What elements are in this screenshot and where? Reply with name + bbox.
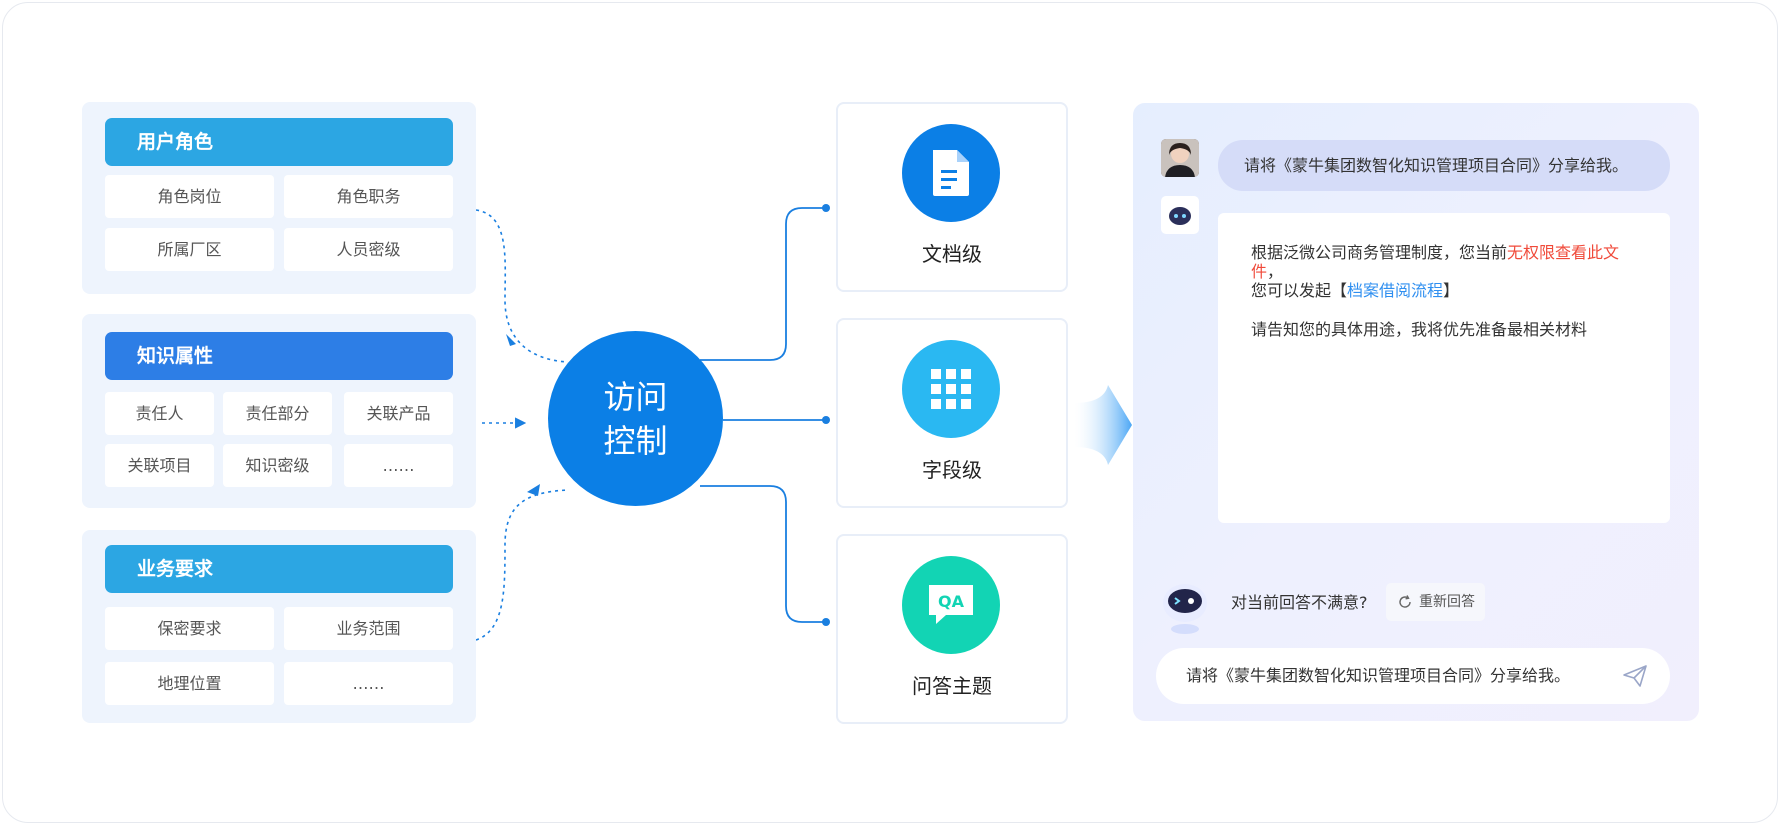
level-label: 字段级 bbox=[922, 458, 982, 482]
archive-borrow-link[interactable]: 档案借阅流程 bbox=[1347, 281, 1444, 300]
send-icon[interactable] bbox=[1622, 664, 1648, 688]
tag-chip: 所属厂区 bbox=[105, 228, 274, 271]
tag-chip: 关联产品 bbox=[344, 392, 453, 435]
tag-chip: 角色岗位 bbox=[105, 175, 274, 218]
no-permission-text: 无权限查看此文件 bbox=[1251, 243, 1620, 281]
level-card-qa-topic: QA 问答主题 bbox=[836, 534, 1068, 724]
dotted-connector-business bbox=[475, 489, 569, 641]
panel-business-requirements: 业务要求 保密要求 业务范围 地理位置 …… bbox=[82, 530, 476, 723]
regenerate-label: 重新回答 bbox=[1419, 594, 1475, 610]
regenerate-button[interactable]: 重新回答 bbox=[1386, 583, 1485, 621]
level-label: 文档级 bbox=[922, 242, 982, 266]
chat-input[interactable]: 请将《蒙牛集团数智化知识管理项目合同》分享给我。 bbox=[1156, 648, 1670, 704]
chat-panel: 请将《蒙牛集团数智化知识管理项目合同》分享给我。 根据泛微公司商务管理制度，您当… bbox=[1133, 103, 1699, 721]
user-avatar bbox=[1161, 139, 1199, 177]
refresh-icon bbox=[1399, 595, 1411, 608]
bot-avatar bbox=[1161, 196, 1199, 234]
bot-reply-line3: 请告知您的具体用途，我将优先准备最相关材料 bbox=[1251, 320, 1588, 339]
panel-title: 用户角色 bbox=[105, 118, 453, 166]
level-card-field: 字段级 bbox=[836, 318, 1068, 508]
tag-chip: 角色职务 bbox=[284, 175, 453, 218]
svg-text:QA: QA bbox=[938, 592, 965, 611]
tag-chip: …… bbox=[284, 662, 453, 705]
document-icon bbox=[902, 124, 1000, 222]
qa-chat-icon: QA bbox=[902, 556, 1000, 654]
grid-icon bbox=[902, 340, 1000, 438]
tag-chip: 业务范围 bbox=[284, 607, 453, 650]
robot-mascot-icon bbox=[1159, 581, 1211, 635]
hub-label-line2: 控制 bbox=[603, 421, 668, 460]
panel-knowledge-attributes: 知识属性 责任人 责任部分 关联产品 关联项目 知识密级 …… bbox=[82, 314, 476, 508]
tag-chip: 关联项目 bbox=[105, 444, 214, 487]
tag-chip: 人员密级 bbox=[284, 228, 453, 271]
hub-label-line1: 访问 bbox=[603, 377, 668, 416]
flow-arrow-icon bbox=[1074, 385, 1132, 465]
tag-chip: 地理位置 bbox=[105, 662, 274, 705]
dotted-connector-roles bbox=[475, 209, 569, 363]
level-card-document: 文档级 bbox=[836, 102, 1068, 292]
chat-input-value: 请将《蒙牛集团数智化知识管理项目合同》分享给我。 bbox=[1186, 666, 1571, 685]
panel-title: 业务要求 bbox=[105, 545, 453, 593]
panel-title: 知识属性 bbox=[105, 332, 453, 380]
solid-connector-qa bbox=[700, 485, 826, 623]
tag-chip: 责任部分 bbox=[223, 392, 332, 435]
tag-chip: 知识密级 bbox=[223, 444, 332, 487]
unsatisfied-prompt: 对当前回答不满意? bbox=[1231, 593, 1368, 612]
access-control-hub: 访问 控制 bbox=[548, 331, 723, 506]
bot-reply-line1: 根据泛微公司商务管理制度，您当前无权限查看此文件，您可以发起【档案借阅流程】 bbox=[1251, 243, 1620, 300]
tag-chip: 责任人 bbox=[105, 392, 214, 435]
tag-chip: …… bbox=[344, 444, 453, 487]
panel-user-role: 用户角色 角色岗位 角色职务 所属厂区 人员密级 bbox=[82, 102, 476, 294]
solid-connector-document bbox=[700, 207, 826, 361]
level-label: 问答主题 bbox=[912, 674, 992, 698]
tag-chip: 保密要求 bbox=[105, 607, 274, 650]
user-message: 请将《蒙牛集团数智化知识管理项目合同》分享给我。 bbox=[1218, 140, 1670, 191]
bot-reply: 根据泛微公司商务管理制度，您当前无权限查看此文件，您可以发起【档案借阅流程】 请… bbox=[1218, 213, 1670, 523]
